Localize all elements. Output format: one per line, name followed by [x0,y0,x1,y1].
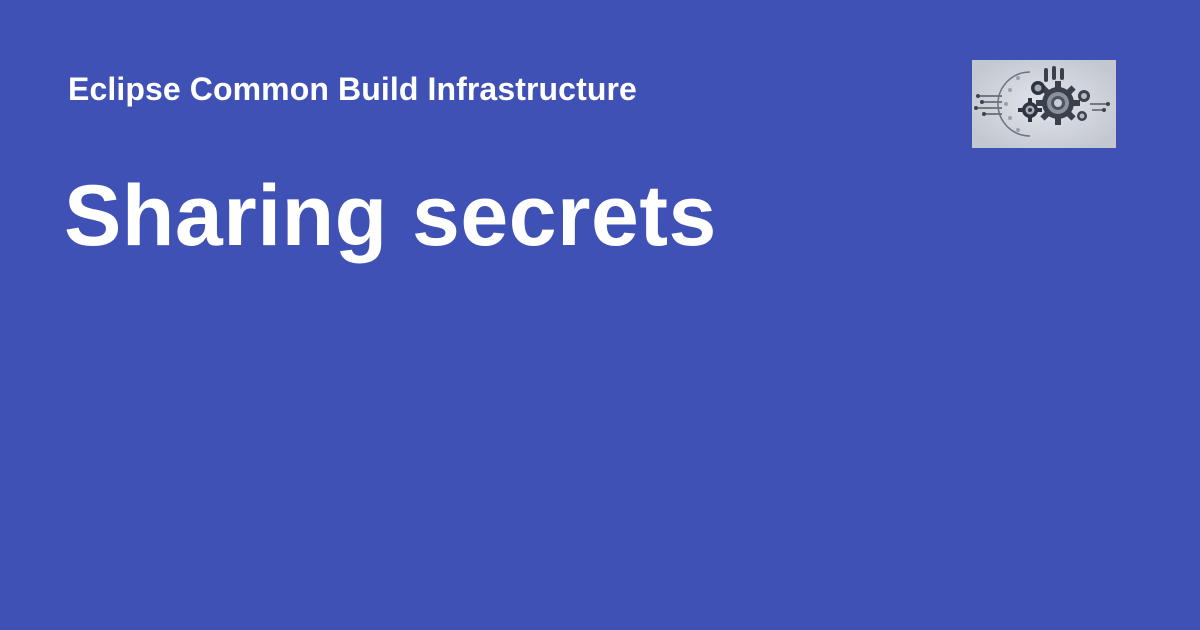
eclipse-gears-logo-icon [972,60,1116,148]
site-name: Eclipse Common Build Infrastructure [68,71,637,107]
page-title: Sharing secrets [64,168,717,264]
